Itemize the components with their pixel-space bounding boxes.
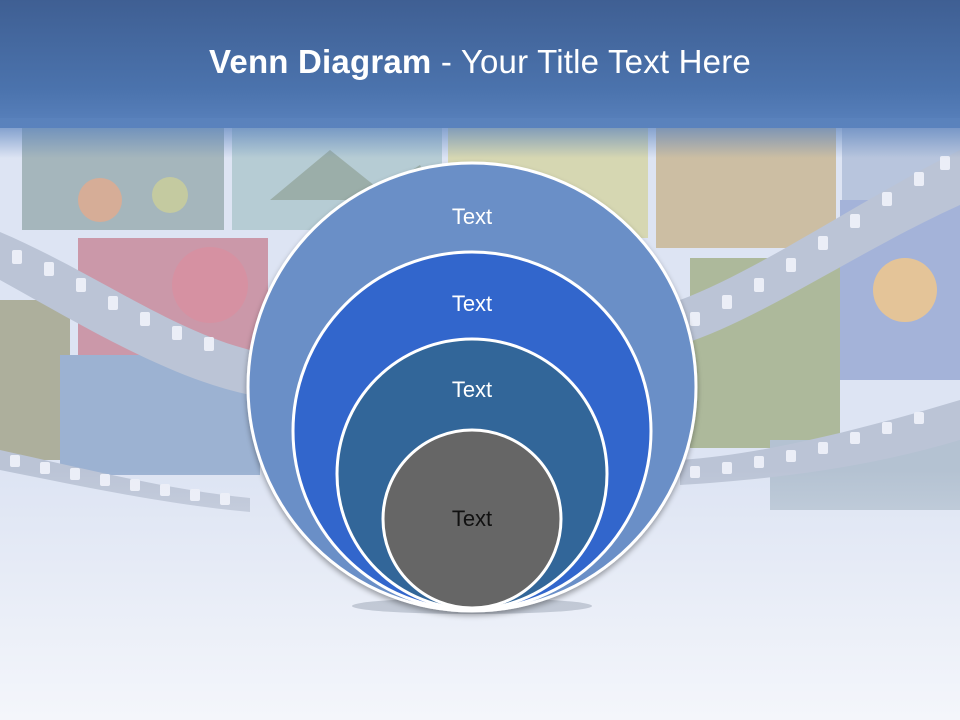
- slide-title-rest: - Your Title Text Here: [431, 43, 751, 80]
- inner-circle-label: Text: [452, 506, 492, 531]
- second-circle-label: Text: [452, 291, 492, 316]
- outer-circle-label: Text: [452, 204, 492, 229]
- slide-title: Venn Diagram - Your Title Text Here: [0, 40, 960, 84]
- title-bar: [0, 0, 960, 128]
- third-circle-label: Text: [452, 377, 492, 402]
- title-bar-fade: [0, 118, 960, 158]
- inner-circle[interactable]: [381, 428, 563, 610]
- slide-title-bold: Venn Diagram: [209, 43, 432, 80]
